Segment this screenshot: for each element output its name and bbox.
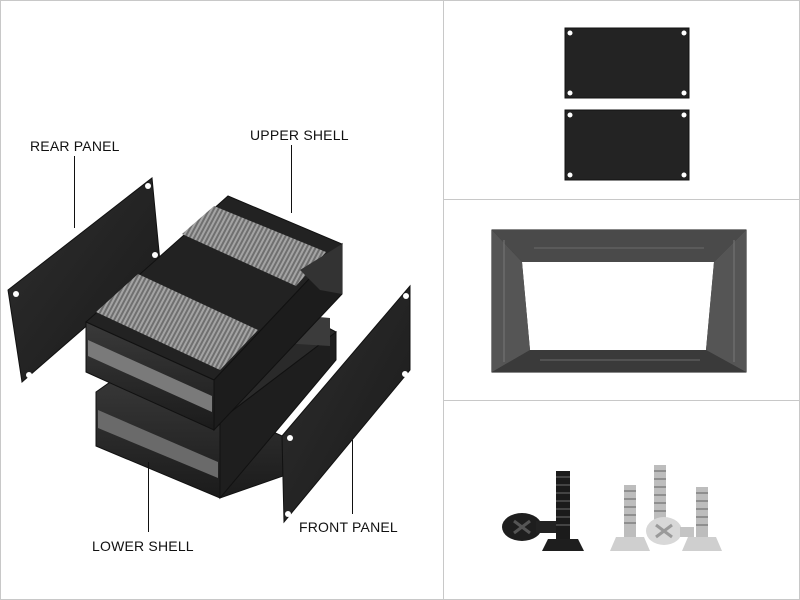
end-panels-view [444,0,800,199]
upper-shell-leader-line [291,145,292,213]
steel-screw-left [610,485,650,551]
horizontal-divider-bottom [443,400,800,401]
front-panel-label: FRONT PANEL [299,519,398,535]
front-panel [281,284,411,524]
horizontal-divider-top [443,199,800,200]
shell-frame [491,229,747,373]
front-panel-leader-line [352,440,353,514]
steel-screw-lying [646,517,694,545]
end-panel-top [564,27,690,99]
rear-panel-leader-line [74,156,75,228]
screws-view [444,401,800,600]
rear-panel-label: REAR PANEL [30,138,120,154]
lower-shell-label: LOWER SHELL [92,538,194,554]
black-screw-lying [502,513,560,541]
screws-illustration [502,465,722,551]
lower-shell-leader-line [148,462,149,532]
shell-frame-view [444,200,800,400]
vertical-divider [443,0,444,600]
end-panels-illustration [564,27,690,181]
steel-screw-right [682,487,722,551]
upper-shell [85,195,343,432]
exploded-enclosure-illustration [7,177,411,524]
upper-shell-label: UPPER SHELL [250,127,349,143]
exploded-view-panel: REAR PANEL UPPER SHELL LOWER SHELL FRONT… [7,127,411,554]
shell-frame-illustration [491,229,747,373]
steel-screw-tall [654,465,666,523]
end-panel-bottom [564,109,690,181]
black-screw-standing [542,471,584,551]
